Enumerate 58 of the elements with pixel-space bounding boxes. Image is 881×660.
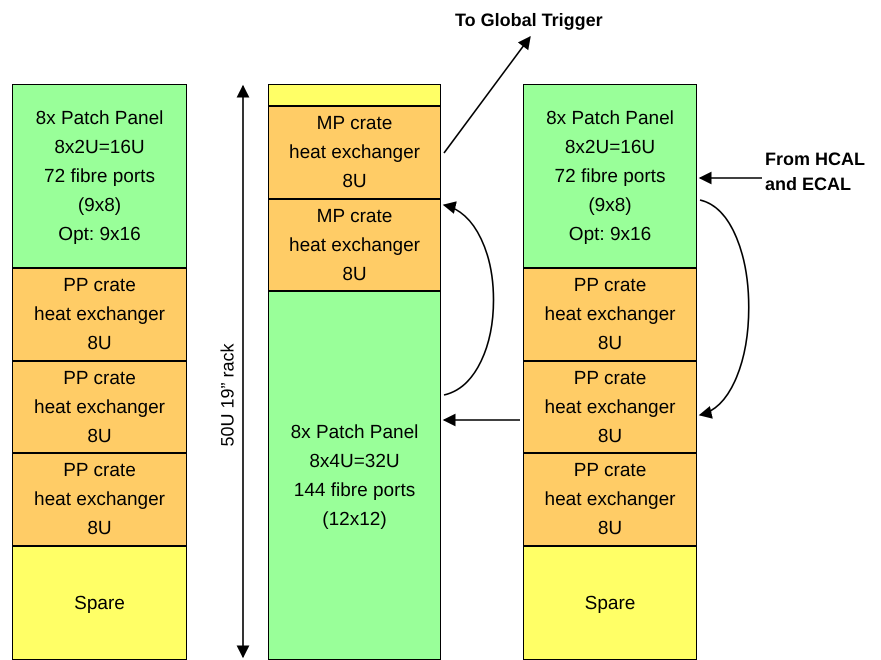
crate-box xyxy=(12,361,187,453)
box-text: 8x Patch Panel xyxy=(290,420,418,444)
crate-box xyxy=(268,199,441,291)
box-text: 8U xyxy=(598,332,622,356)
box-text: 8x Patch Panel xyxy=(36,106,164,130)
box-text: heat exchanger xyxy=(544,303,676,327)
box-text: 8U xyxy=(342,170,367,194)
box-text: 8U xyxy=(598,517,622,541)
box-text: PP crate xyxy=(63,366,136,390)
crate-box xyxy=(12,268,187,361)
crate-box xyxy=(12,453,187,546)
box-text: PP crate xyxy=(63,459,136,483)
box-text: heat exchanger xyxy=(544,488,676,512)
box-text: Opt: 9x16 xyxy=(58,222,141,246)
box-text: MP crate xyxy=(316,204,392,228)
box-text: 8x Patch Panel xyxy=(546,106,674,130)
box-text: heat exchanger xyxy=(289,234,420,258)
box-text: 8U xyxy=(598,424,622,448)
box-text: Spare xyxy=(74,592,125,616)
patch-panel-box xyxy=(268,291,441,660)
box-text: PP crate xyxy=(574,366,646,390)
box-text: 8x2U=16U xyxy=(54,136,145,160)
empty-box xyxy=(268,84,441,106)
box-text: PP crate xyxy=(574,274,646,298)
box-text: 8U xyxy=(87,517,112,541)
box-text: Spare xyxy=(584,592,636,616)
box-text: MP crate xyxy=(316,112,392,136)
patch-panel-box xyxy=(523,84,697,268)
box-text: Opt: 9x16 xyxy=(568,222,652,246)
box-text: heat exchanger xyxy=(289,141,420,165)
box-text: 8U xyxy=(87,332,112,356)
box-text: 8x2U=16U xyxy=(564,136,656,160)
spare-box xyxy=(12,546,187,660)
curved-arrow xyxy=(698,199,750,416)
box-text: heat exchanger xyxy=(544,396,676,420)
box-text: heat exchanger xyxy=(34,396,165,420)
patch-panel-box xyxy=(12,84,187,268)
crate-box xyxy=(523,268,697,361)
box-text: 72 fibre ports (9x8) xyxy=(43,164,156,218)
crate-box xyxy=(268,106,441,199)
curved-arrow xyxy=(442,204,494,396)
annotation-text: To Global Trigger xyxy=(455,8,604,32)
box-text: 144 fibre ports (12x12) xyxy=(292,478,416,532)
crate-box xyxy=(523,361,697,453)
crate-box xyxy=(523,453,697,546)
box-text: PP crate xyxy=(574,459,646,483)
annotation-text: From HCAL and ECAL xyxy=(765,148,866,196)
arrow xyxy=(443,36,531,154)
box-text: 8x4U=32U xyxy=(309,450,400,474)
box-text: 8U xyxy=(87,424,112,448)
spare-box xyxy=(523,546,697,660)
arrow xyxy=(698,172,762,184)
box-text: 72 fibre ports (9x8) xyxy=(554,164,666,218)
box-text: heat exchanger xyxy=(34,488,165,512)
box-text: heat exchanger xyxy=(34,303,165,327)
box-text: PP crate xyxy=(63,274,136,298)
box-text: 8U xyxy=(342,262,367,286)
arrow xyxy=(442,414,520,426)
